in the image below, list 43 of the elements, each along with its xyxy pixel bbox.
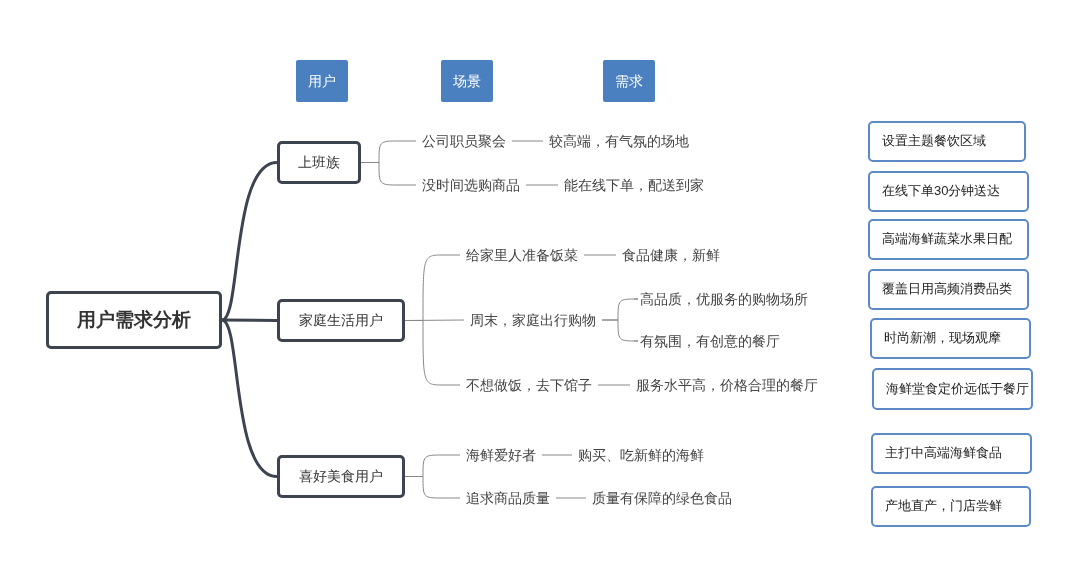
- branch-text: 有氛围，有创意的餐厅: [640, 331, 780, 351]
- column-header: 场景: [441, 60, 493, 102]
- requirement-box: 海鲜堂食定价远低于餐厅: [872, 368, 1033, 410]
- connector-line: [583, 254, 617, 256]
- column-header: 用户: [296, 60, 348, 102]
- column-header: 需求: [603, 60, 655, 102]
- branch-text: 食品健康，新鲜: [622, 245, 720, 265]
- branch-text: 没时间选购商品: [422, 175, 520, 195]
- branch-text: 海鲜爱好者: [466, 445, 536, 465]
- branch-text: 能在线下单，配送到家: [564, 175, 704, 195]
- branch-text: 给家里人准备饭菜: [466, 245, 578, 265]
- topic-box: 上班族: [277, 140, 361, 184]
- requirement-box: 在线下单30分钟送达: [868, 170, 1029, 212]
- connector-line: [360, 162, 417, 186]
- topic-box: 喜好美食用户: [277, 454, 405, 498]
- topic-box: 家庭生活用户: [277, 298, 405, 342]
- connector-line: [222, 318, 277, 322]
- requirement-box: 主打中高端海鲜食品: [871, 432, 1032, 474]
- branch-text: 质量有保障的绿色食品: [592, 488, 732, 508]
- connector-line: [221, 161, 278, 322]
- connector-line: [221, 318, 278, 478]
- connector-line: [555, 497, 587, 499]
- requirement-box: 覆盖日用高频消费品类: [868, 268, 1029, 310]
- branch-text: 高品质，优服务的购物场所: [640, 289, 808, 309]
- connector-line: [511, 140, 544, 142]
- branch-text: 较高端，有气氛的场地: [549, 131, 689, 151]
- root-node: 用户需求分析: [46, 291, 222, 349]
- branch-text: 周末，家庭出行购物: [470, 310, 596, 330]
- connector-line: [597, 384, 631, 386]
- branch-text: 购买、吃新鲜的海鲜: [578, 445, 704, 465]
- requirement-box: 时尚新潮，现场观摩: [870, 317, 1031, 359]
- branch-text: 追求商品质量: [466, 488, 550, 508]
- requirement-box: 高端海鲜蔬菜水果日配: [868, 218, 1029, 260]
- branch-text: 不想做饭，去下馆子: [466, 375, 592, 395]
- branch-text: 公司职员聚会: [422, 131, 506, 151]
- connector-line: [525, 184, 559, 186]
- connector-line: [601, 319, 639, 342]
- requirement-box: 设置主题餐饮区域: [868, 120, 1026, 162]
- connector-line: [404, 476, 461, 499]
- connector-line: [404, 320, 461, 386]
- connector-line: [541, 454, 573, 456]
- requirement-box: 产地直产，门店尝鲜: [871, 485, 1031, 527]
- branch-text: 服务水平高，价格合理的餐厅: [636, 375, 818, 395]
